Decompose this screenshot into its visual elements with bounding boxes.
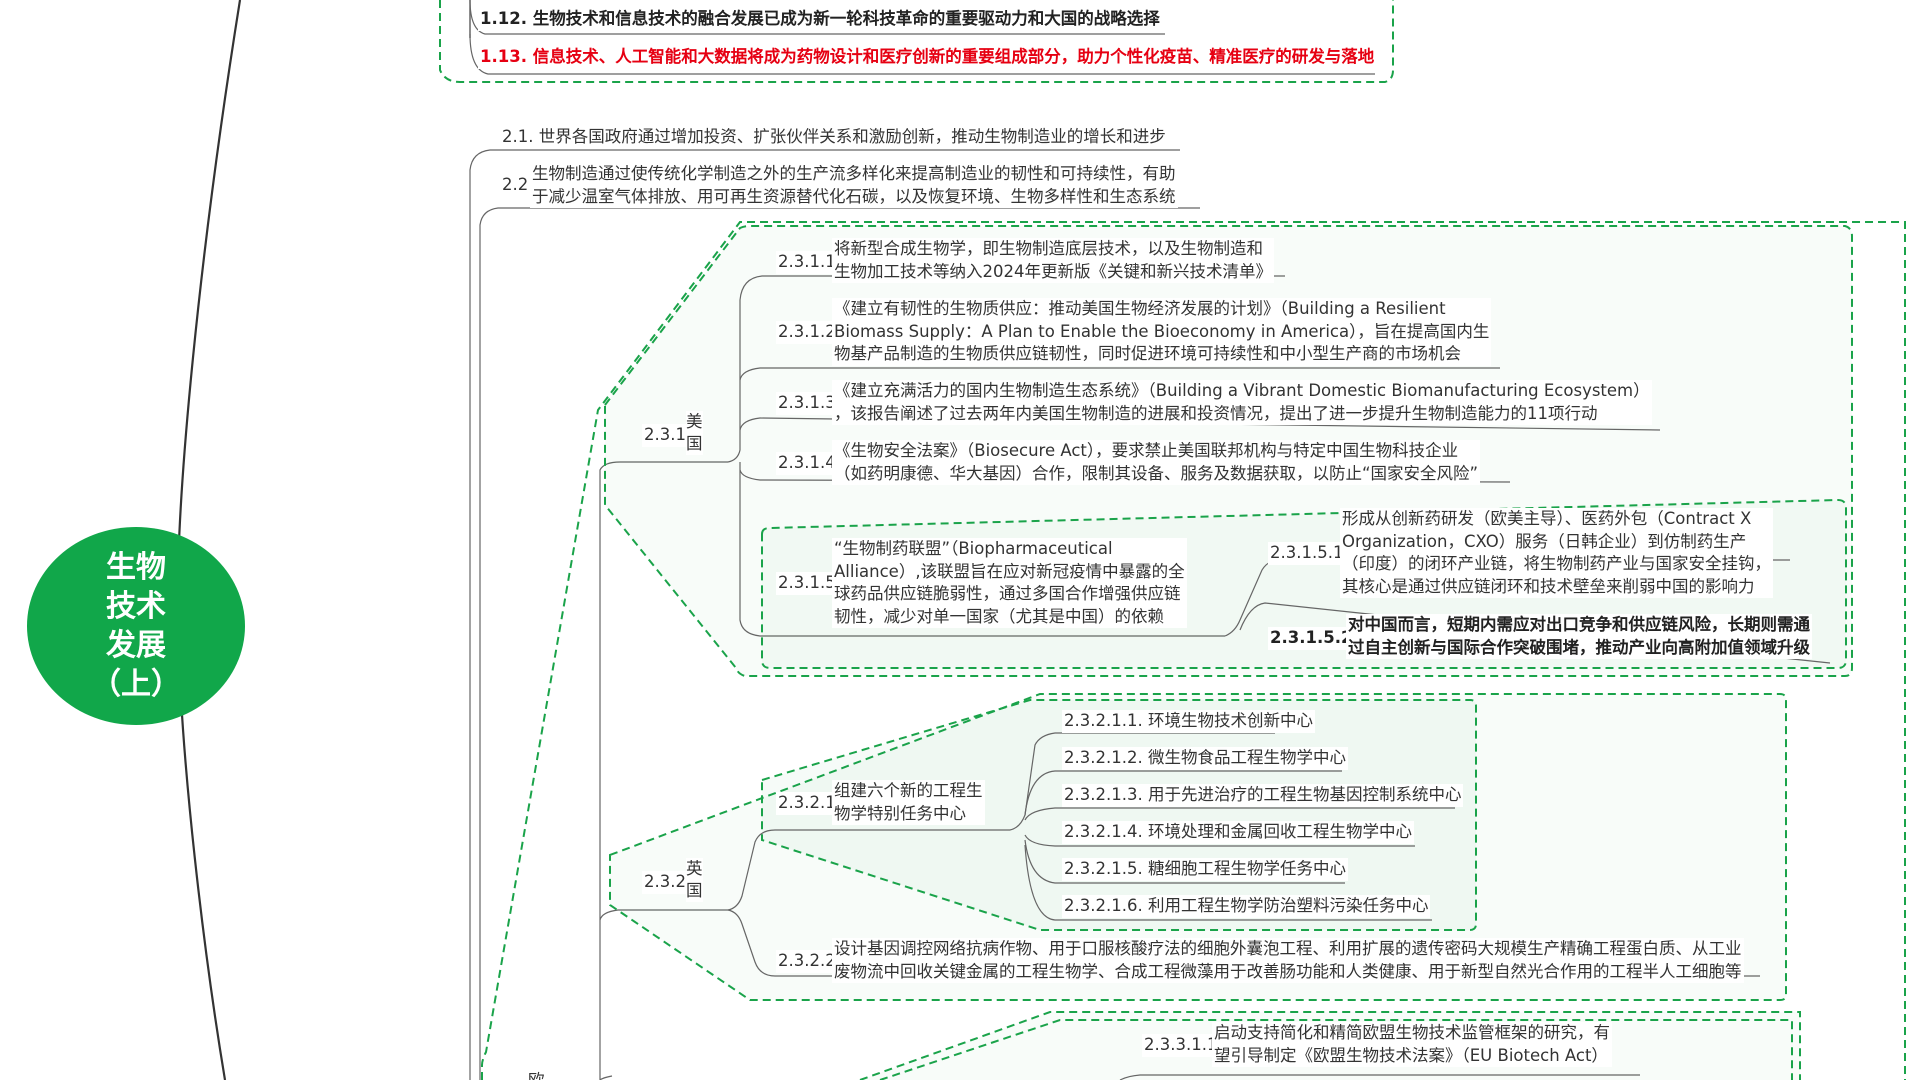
node-2-3-1-country[interactable]: 美 国 — [686, 411, 703, 455]
node-2-3-1-5-1[interactable]: 形成从创新药研发（欧美主导）、医药外包（Contract X Organizat… — [1340, 508, 1773, 598]
node-2-3-2-1-1[interactable]: 2.3.2.1.1. 环境生物技术创新中心 — [1062, 710, 1315, 733]
node-2-3-1-1[interactable]: 将新型合成生物学，即生物制造底层技术，以及生物制造和 生物加工技术等纳入2024… — [832, 238, 1274, 283]
node-1-13[interactable]: 1.13. 信息技术、人工智能和大数据将成为药物设计和医疗创新的重要组成部分，助… — [478, 46, 1377, 69]
node-2-3-1-3-number: 2.3.1.3. — [776, 392, 843, 415]
node-2-3-2-country[interactable]: 英 国 — [686, 858, 703, 902]
node-2-3-1-5-2[interactable]: 对中国而言，短期内需应对出口竞争和供应链风险，长期则需通 过自主创新与国际合作突… — [1346, 614, 1812, 659]
node-2-3-3-1-1[interactable]: 启动支持简化和精简欧盟生物技术监管框架的研究，有 望引导制定《欧盟生物技术法案》… — [1212, 1022, 1612, 1067]
node-2-3-2-1-5[interactable]: 2.3.2.1.5. 糖细胞工程生物学任务中心 — [1062, 858, 1348, 881]
node-2-3-1-5-2-number: 2.3.1.5.2. — [1268, 627, 1361, 650]
node-2-3-2-2-number: 2.3.2.2. — [776, 950, 843, 973]
node-2-3-1-2-number: 2.3.1.2. — [776, 321, 843, 344]
node-2-2[interactable]: 生物制造通过使传统化学制造之外的生产流多样化来提高制造业的韧性和可持续性，有助 … — [530, 163, 1178, 208]
node-2-3-1-4[interactable]: 《生物安全法案》（Biosecure Act），要求禁止美国联邦机构与特定中国生… — [832, 440, 1481, 485]
node-2-3-1-2[interactable]: 《建立有韧性的生物质供应：推动美国生物经济发展的计划》（Building a R… — [832, 298, 1492, 366]
node-2-3-2-1-2[interactable]: 2.3.2.1.2. 微生物食品工程生物学中心 — [1062, 747, 1348, 770]
node-2-3-1-4-number: 2.3.1.4. — [776, 452, 843, 475]
node-2-3-1-3[interactable]: 《建立充满活力的国内生物制造生态系统》（Building a Vibrant D… — [832, 380, 1652, 425]
node-2-3-2-1-number: 2.3.2.1. — [776, 792, 843, 815]
root-topic[interactable]: 生物 技术 发展 （上） — [27, 527, 245, 725]
node-2-3-1-number: 2.3.1. — [642, 424, 694, 447]
node-2-3-2-2[interactable]: 设计基因调控网络抗病作物、用于口服核酸疗法的细胞外囊泡工程、利用扩展的遗传密码大… — [832, 938, 1744, 983]
node-2-3-3-1-1-number: 2.3.3.1.1. — [1142, 1034, 1225, 1057]
node-2-3-2-1-3[interactable]: 2.3.2.1.3. 用于先进治疗的工程生物基因控制系统中心 — [1062, 784, 1464, 807]
node-2-3-partial[interactable]: 欧 — [528, 1070, 545, 1080]
node-2-1[interactable]: 2.1. 世界各国政府通过增加投资、扩张伙伴关系和激励创新，推动生物制造业的增长… — [500, 126, 1168, 149]
node-2-3-1-5-number: 2.3.1.5. — [776, 572, 843, 595]
node-2-2-number: 2.2. — [500, 174, 536, 197]
node-2-3-1-1-number: 2.3.1.1. — [776, 251, 843, 274]
node-2-3-2-1-4[interactable]: 2.3.2.1.4. 环境处理和金属回收工程生物学中心 — [1062, 821, 1414, 844]
node-2-3-2-number: 2.3.2. — [642, 871, 694, 894]
node-2-3-2-1[interactable]: 组建六个新的工程生 物学特别任务中心 — [832, 780, 985, 825]
node-1-12[interactable]: 1.12. 生物技术和信息技术的融合发展已成为新一轮科技革命的重要驱动力和大国的… — [478, 8, 1162, 31]
node-2-3-2-1-6[interactable]: 2.3.2.1.6. 利用工程生物学防治塑料污染任务中心 — [1062, 895, 1431, 918]
node-2-3-1-5[interactable]: “生物制药联盟”（Biopharmaceutical Alliance）,该联盟… — [832, 538, 1187, 628]
node-2-3-1-5-1-number: 2.3.1.5.1. — [1268, 542, 1351, 565]
